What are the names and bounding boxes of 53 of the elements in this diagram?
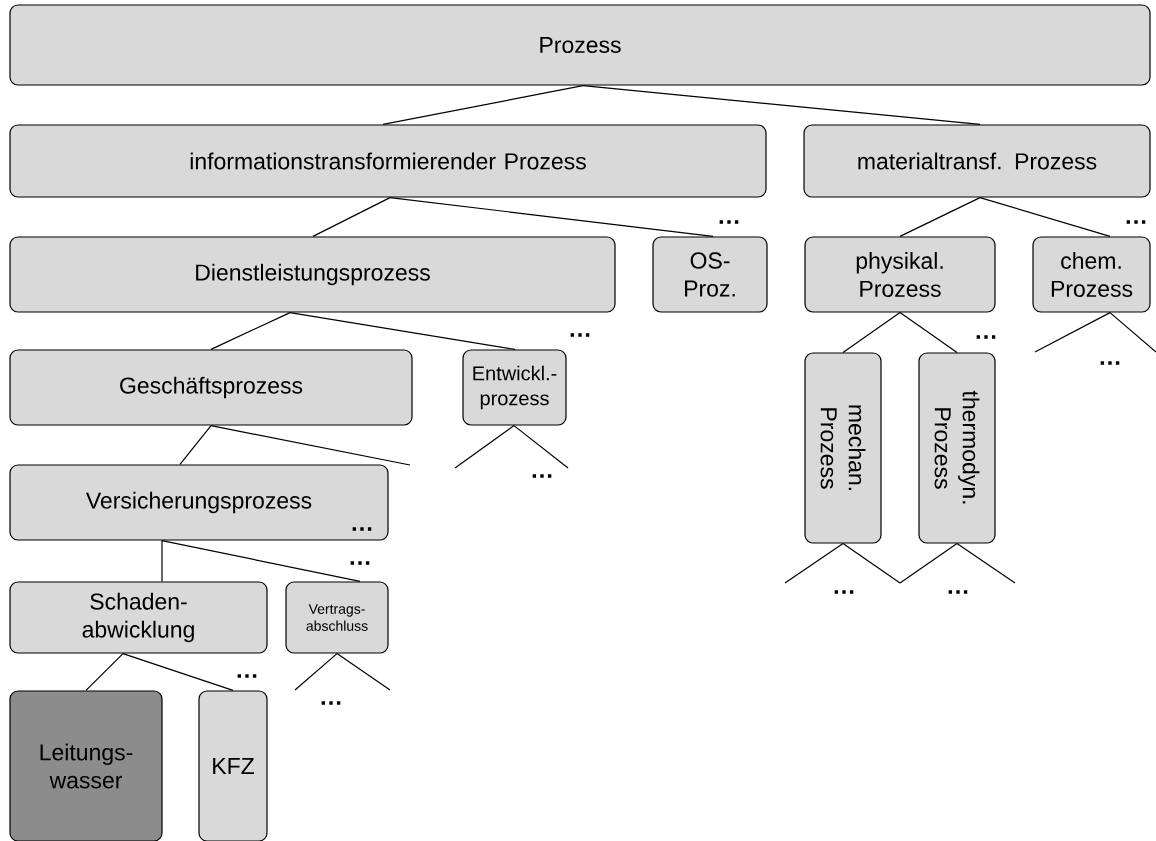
connector-line bbox=[582, 85, 981, 125]
process-box: chem. Prozess bbox=[1032, 236, 1151, 313]
connector-line bbox=[1109, 312, 1156, 353]
connector-line bbox=[289, 312, 516, 350]
connector-line bbox=[842, 312, 901, 353]
ellipsis-mark: … bbox=[976, 335, 996, 339]
connector-line bbox=[312, 197, 391, 237]
ellipsis-mark: … bbox=[834, 590, 854, 594]
process-box: KFZ bbox=[198, 690, 268, 841]
connector-line bbox=[784, 543, 844, 584]
ellipsis-mark: … bbox=[1100, 361, 1120, 365]
connector-line bbox=[899, 197, 981, 237]
ellipsis-mark: … bbox=[719, 220, 739, 224]
connector-line bbox=[1034, 312, 1111, 353]
process-box: Vertrags- abschluss bbox=[285, 581, 389, 654]
ellipsis-mark: … bbox=[237, 674, 257, 678]
connector-line bbox=[513, 425, 569, 469]
process-box: physikal. Prozess bbox=[804, 236, 996, 313]
process-box: Geschäftsprozess bbox=[9, 349, 413, 426]
connector-line bbox=[842, 543, 901, 584]
ellipsis-mark: … bbox=[350, 561, 370, 565]
connector-line bbox=[382, 85, 584, 125]
process-box: Leitungs- wasser bbox=[9, 690, 163, 841]
ellipsis-mark: … bbox=[532, 474, 552, 478]
connector-line bbox=[210, 312, 291, 350]
connector-line bbox=[956, 543, 1016, 584]
connector-line bbox=[210, 425, 411, 466]
connector-line bbox=[161, 540, 163, 582]
ellipsis-mark: … bbox=[352, 527, 372, 531]
connector-line bbox=[85, 653, 124, 691]
connector-line bbox=[161, 540, 361, 582]
process-box: materialtransf. Prozess bbox=[803, 124, 1151, 198]
process-box: Prozess bbox=[9, 4, 1151, 86]
ellipsis-mark: … bbox=[948, 590, 968, 594]
connector-line bbox=[899, 312, 958, 353]
connector-line bbox=[979, 197, 1111, 237]
process-box: informationstransformierender Prozess bbox=[9, 124, 767, 198]
connector-line bbox=[899, 543, 958, 584]
process-box: thermodyn. Prozess bbox=[918, 352, 996, 544]
connector-line bbox=[294, 653, 338, 691]
connector-line bbox=[389, 197, 714, 237]
ellipsis-mark: … bbox=[570, 333, 590, 337]
process-box: Dienstleistungsprozess bbox=[9, 236, 616, 313]
process-box: Entwickl.- prozess bbox=[462, 349, 567, 426]
ellipsis-mark: … bbox=[1126, 220, 1146, 224]
process-box: Schaden- abwicklung bbox=[9, 581, 268, 654]
process-box: mechan. Prozess bbox=[804, 352, 882, 544]
connector-line bbox=[336, 653, 391, 691]
connector-line bbox=[454, 425, 515, 469]
connector-line bbox=[179, 425, 212, 465]
connector-line bbox=[122, 653, 234, 691]
process-box: OS- Proz. bbox=[652, 236, 768, 313]
ellipsis-mark: … bbox=[321, 701, 341, 705]
